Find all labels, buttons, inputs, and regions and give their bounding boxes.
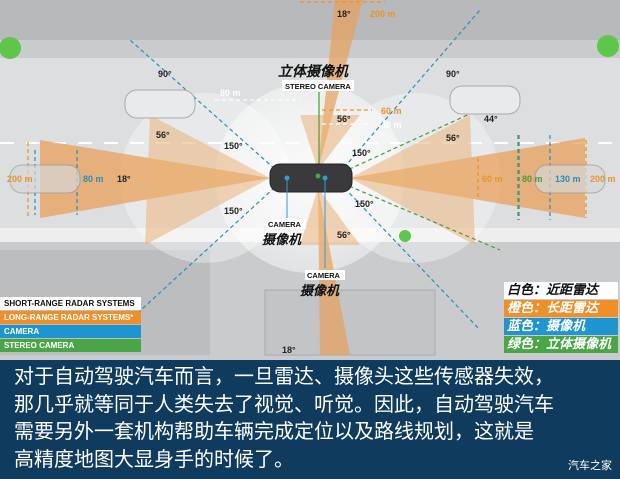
distance-label: 60 m [482, 174, 503, 184]
distance-label: 130 m [555, 174, 581, 184]
legend-chinese: 白色：近距雷达 橙色：长距雷达 蓝色：摄像机 绿色：立体摄像机 [504, 282, 618, 354]
mid-range-cone-top [300, 115, 360, 170]
legend-item-orange-long-radar: 橙色：长距雷达 [504, 300, 618, 317]
distance-label: 80 m [83, 174, 104, 184]
caption-line: 那几乎就等同于人类失去了视觉、听觉。因此，自动驾驶汽车 [14, 391, 554, 416]
stereo-camera-title-bg [282, 80, 354, 91]
angle-label: 90° [158, 69, 172, 79]
angle-label: 18° [282, 345, 296, 355]
ego-vehicle [269, 163, 353, 193]
distance-label: 80 m [522, 174, 543, 184]
caption-line: 高精度地图大显身手的时候了。 [14, 446, 294, 471]
distance-label: 200 m [590, 174, 616, 184]
mid-range-cone-bottom [300, 188, 360, 245]
other-car-right [449, 85, 521, 115]
legend-item-white-short-radar: 白色：近距雷达 [504, 282, 618, 299]
stereo-camera-sensor [315, 173, 321, 179]
caption-text: 对于自动驾驶汽车而言，一旦雷达、摄像头这些传感器失效， 那几乎就等同于人类失去了… [14, 363, 614, 473]
camera-left-cn: 摄像机 [262, 232, 302, 247]
legend-item-camera: CAMERA [0, 325, 141, 338]
caption-line: 需要另外一套机构帮助车辆完成定位以及路线规划，这就是 [14, 419, 534, 443]
stereo-camera-title-en: STEREO CAMERA [285, 82, 351, 91]
angle-label: 56° [156, 130, 170, 140]
other-car-far-left [9, 164, 81, 194]
building-bottom [264, 289, 436, 356]
other-car-far-right [534, 164, 606, 194]
camera-bottom-bg [305, 270, 345, 280]
distance-label: 80 m [220, 88, 241, 98]
distance-label: 200 m [7, 174, 33, 184]
mid-range-cone-left [145, 115, 270, 245]
camera-left-en: CAMERA [268, 220, 301, 229]
distance-label: 60 m [381, 106, 402, 116]
angle-label: 150° [355, 199, 374, 209]
legend-english: SHORT-RANGE RADAR SYSTEMS LONG-RANGE RAD… [0, 297, 141, 353]
camera-left-bg [266, 219, 306, 229]
angle-label: 56° [446, 133, 460, 143]
sensor-coverage-diagram: 立体摄像机 STEREO CAMERA CAMERA 摄像机 CAMERA 摄像… [0, 0, 620, 360]
caption-line: 对于自动驾驶汽车而言，一旦雷达、摄像头这些传感器失效， [14, 364, 554, 388]
angle-label: 150° [224, 141, 243, 151]
watermark: 汽车之家 [568, 459, 612, 472]
caption-panel: 对于自动驾驶汽车而言，一旦雷达、摄像头这些传感器失效， 那几乎就等同于人类失去了… [0, 360, 620, 479]
legend-item-blue-camera: 蓝色：摄像机 [504, 318, 618, 335]
trees [0, 35, 619, 242]
legend-item-green-stereo: 绿色：立体摄像机 [504, 336, 618, 353]
legend-item-stereo-camera: STEREO CAMERA [0, 339, 141, 352]
camera-fov-lines [34, 9, 551, 331]
block-top [0, 0, 620, 40]
legend-item-long-range-radar: LONG-RANGE RADAR SYSTEMS* [0, 311, 141, 324]
distance-label: 40 m [381, 120, 402, 130]
stereo-camera-title-cn: 立体摄像机 [278, 63, 349, 79]
angle-label: 56° [337, 114, 351, 124]
distance-label: 200 m [370, 9, 396, 19]
angle-label: 18° [117, 174, 131, 184]
angle-label: 150° [224, 206, 243, 216]
angle-label: 90° [446, 69, 460, 79]
mid-range-cone-right [350, 115, 475, 245]
camera-bottom-cn: 摄像机 [300, 283, 340, 298]
camera-bottom-en: CAMERA [307, 271, 340, 280]
other-car-left [124, 89, 196, 119]
angle-label: 44° [484, 114, 498, 124]
angle-label: 150° [352, 148, 371, 158]
angle-label: 56° [337, 230, 351, 240]
legend-item-short-range-radar: SHORT-RANGE RADAR SYSTEMS [0, 297, 141, 310]
angle-label: 18° [337, 9, 351, 19]
